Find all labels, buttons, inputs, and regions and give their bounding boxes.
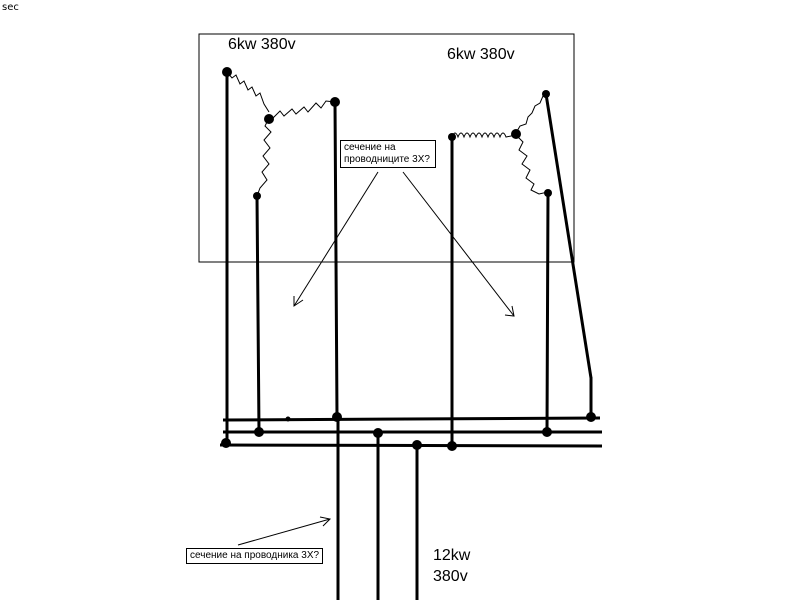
left-heater-coils (226, 71, 336, 197)
supply-wires (336, 417, 419, 600)
right-heater-coils (451, 93, 549, 195)
arrows-to-heater-wires (293, 171, 515, 317)
heater-enclosure (198, 33, 575, 263)
supply-rating: 12kw 380v (433, 545, 470, 587)
conductor-question-top: сечение на проводниците 3Х? (340, 140, 436, 168)
feed-wires (225, 70, 593, 448)
corner-label: sec (2, 2, 19, 13)
left-heater-rating: 6kw 380v (228, 36, 296, 53)
connection-points (221, 67, 596, 451)
conductor-question-bottom: сечение на проводника 3Х? (186, 548, 324, 564)
supply-power: 12kw (433, 547, 471, 564)
supply-voltage: 380v (433, 568, 468, 585)
arrow-to-supply-wire (237, 516, 332, 546)
right-heater-rating: 6kw 380v (447, 46, 515, 63)
